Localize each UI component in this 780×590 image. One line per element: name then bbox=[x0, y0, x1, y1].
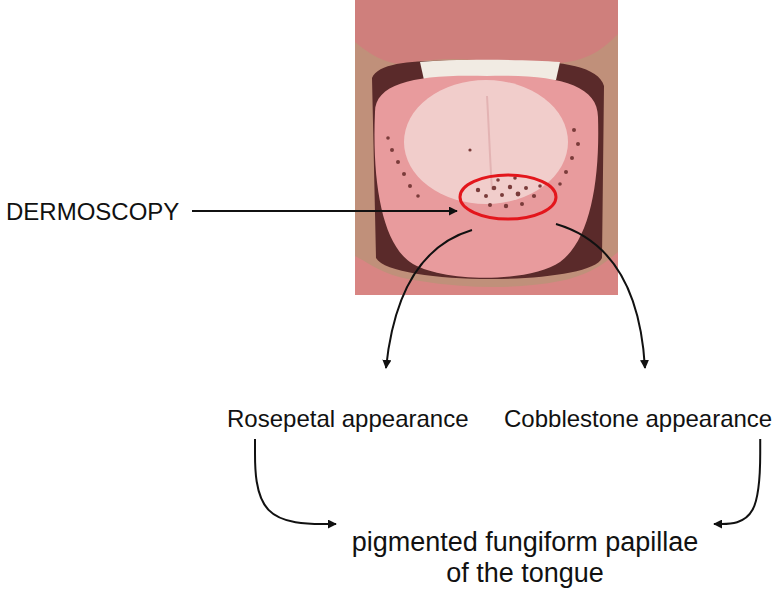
text-node: Rosepetal appearance bbox=[225, 404, 471, 433]
branch-arrow bbox=[556, 224, 645, 368]
branch-arrow bbox=[386, 230, 472, 368]
tongue-photo bbox=[355, 0, 618, 295]
flow-arrow bbox=[255, 439, 336, 524]
flow-arrow bbox=[714, 439, 760, 524]
pointer-arrow bbox=[192, 210, 457, 212]
node-label: pigmented fungiform papillae of the tong… bbox=[346, 527, 704, 589]
node-label: Cobblestone appearance bbox=[504, 404, 772, 433]
text-node: Cobblestone appearance bbox=[502, 404, 774, 433]
region-circle bbox=[460, 175, 556, 219]
text-node: pigmented fungiform papillae of the tong… bbox=[344, 527, 706, 589]
method-label: DERMOSCOPY bbox=[6, 197, 179, 226]
node-label: Rosepetal appearance bbox=[227, 404, 469, 433]
